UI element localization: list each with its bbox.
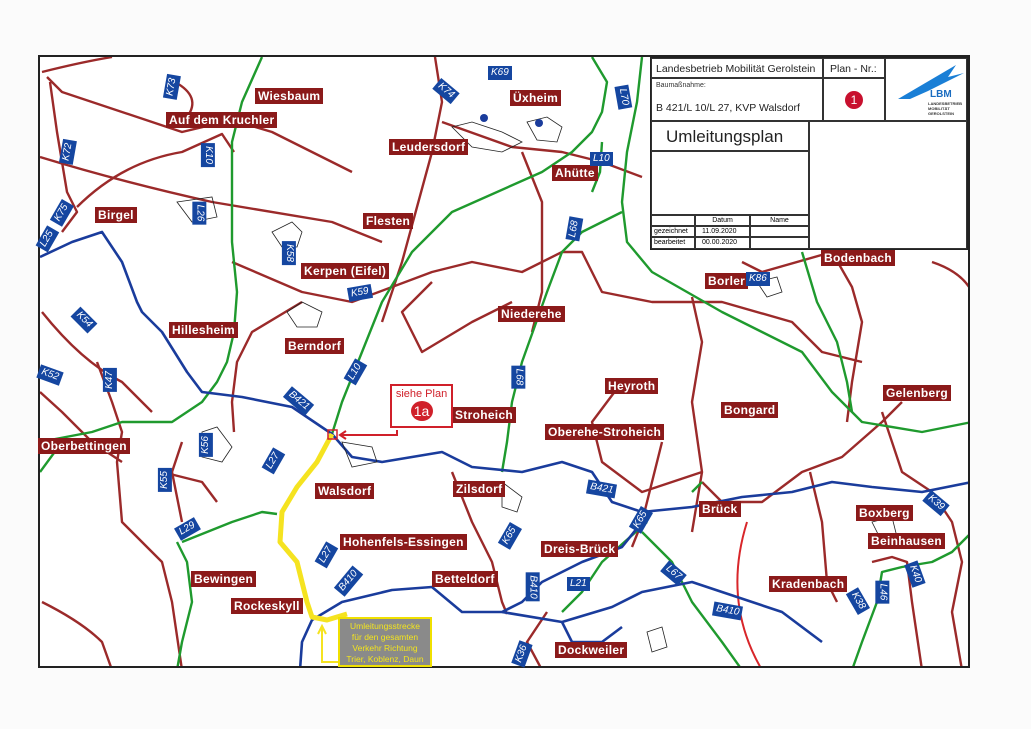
plan-no-label: Plan - Nr.: — [830, 63, 877, 75]
detour-note-line: Trier, Koblenz, Daun — [346, 654, 424, 664]
detour-note: Umleitungsstrecke für den gesamten Verke… — [338, 617, 432, 667]
plan-no-badge: 1 — [845, 91, 863, 109]
plan-ref-badge: 1a — [410, 401, 433, 421]
blank-cell — [651, 151, 809, 215]
place-label: Dreis-Brück — [541, 541, 619, 557]
place-label: Birgel — [95, 207, 137, 223]
road-shield: L46 — [875, 580, 890, 604]
road-shield: L68 — [511, 365, 526, 389]
authority-cell: Landesbetrieb Mobilität Gerolstein — [651, 58, 823, 78]
plan-no-cell: 1 — [823, 78, 885, 121]
logo-line: MOBILITÄT — [928, 106, 950, 111]
logo-line: GEROLSTEIN — [928, 111, 955, 116]
table-header-date: Datum — [695, 215, 750, 226]
table-row-name — [750, 237, 809, 249]
road-shield: L10 — [590, 152, 613, 166]
place-label: Brück — [699, 501, 741, 517]
plan-no-label-cell: Plan - Nr.: — [823, 58, 885, 78]
road-shield: B410 — [525, 572, 540, 602]
lbm-logo-icon — [898, 65, 964, 99]
place-label: Oberbettingen — [38, 438, 130, 454]
road-shield: K55 — [157, 468, 172, 492]
road-shield: K47 — [102, 368, 117, 392]
place-label: Borler — [705, 273, 749, 289]
road-shield: K86 — [746, 272, 770, 286]
place-label: Kerpen (Eifel) — [301, 263, 390, 279]
plan-title-cell: Umleitungsplan — [651, 121, 809, 151]
place-label: Flesten — [363, 213, 414, 229]
title-block: Landesbetrieb Mobilität Gerolstein Plan … — [650, 57, 968, 250]
road-shield: K10 — [200, 143, 215, 167]
place-label: Bodenbach — [821, 250, 896, 266]
table-row-label: bearbeitet — [651, 237, 695, 249]
table-row-name — [750, 226, 809, 237]
road-shield: K58 — [281, 241, 296, 265]
see-plan-label: siehe Plan — [395, 388, 448, 400]
place-label: Boxberg — [856, 505, 913, 521]
right-blank-cell — [809, 121, 967, 249]
place-label: Heyroth — [605, 378, 659, 394]
plan-title: Umleitungsplan — [666, 127, 784, 146]
place-label: Niederehe — [498, 306, 565, 322]
place-label: Leudersdorf — [389, 139, 469, 155]
measure-value: B 421/L 10/L 27, KVP Walsdorf — [656, 102, 800, 114]
place-label: Walsdorf — [315, 483, 375, 499]
place-label: Beinhausen — [868, 533, 946, 549]
place-label: Hohenfels-Essingen — [340, 534, 467, 550]
measure-cell: Baumaßnahme: B 421/L 10/L 27, KVP Walsdo… — [651, 78, 823, 121]
place-label: Üxheim — [510, 90, 562, 106]
detour-note-line: Umleitungsstrecke — [350, 621, 420, 631]
authority-name: Landesbetrieb Mobilität Gerolstein — [656, 63, 816, 75]
place-label: Berndorf — [285, 338, 345, 354]
road-shield: L26 — [192, 201, 207, 225]
detour-note-line: für den gesamten — [351, 632, 419, 642]
road-shield: K56 — [198, 433, 213, 457]
place-label: Zilsdorf — [453, 481, 506, 497]
table-header-empty — [651, 215, 695, 226]
place-label: Rockeskyll — [231, 598, 303, 614]
table-row-date: 11.09.2020 — [695, 226, 750, 237]
place-label: Stroheich — [452, 407, 517, 423]
place-label: Hillesheim — [169, 322, 239, 338]
place-label: Bongard — [721, 402, 779, 418]
place-label: Auf dem Kruchler — [166, 112, 278, 128]
see-plan-callout: siehe Plan 1a — [390, 384, 453, 428]
table-row-date: 00.00.2020 — [695, 237, 750, 249]
road-shield: K69 — [488, 66, 512, 80]
place-label: Gelenberg — [883, 385, 952, 401]
table-row-label: gezeichnet — [651, 226, 695, 237]
logo-line: LANDESBETRIEB — [928, 101, 963, 106]
logo-abbr: LBM — [930, 89, 952, 100]
road-shield: L21 — [567, 577, 590, 591]
place-label: Ahütte — [552, 165, 598, 181]
place-label: Oberehe-Stroheich — [545, 424, 665, 440]
table-header-name: Name — [750, 215, 809, 226]
place-label: Dockweiler — [555, 642, 628, 658]
detour-note-line: Verkehr Richtung — [352, 643, 418, 653]
place-label: Bewingen — [191, 571, 257, 587]
logo-cell: LBM LANDESBETRIEB MOBILITÄT GEROLSTEIN — [885, 58, 967, 121]
place-label: Betteldorf — [432, 571, 498, 587]
place-label: Kradenbach — [769, 576, 848, 592]
place-label: Wiesbaum — [255, 88, 324, 104]
measure-label: Baumaßnahme: — [656, 82, 706, 89]
